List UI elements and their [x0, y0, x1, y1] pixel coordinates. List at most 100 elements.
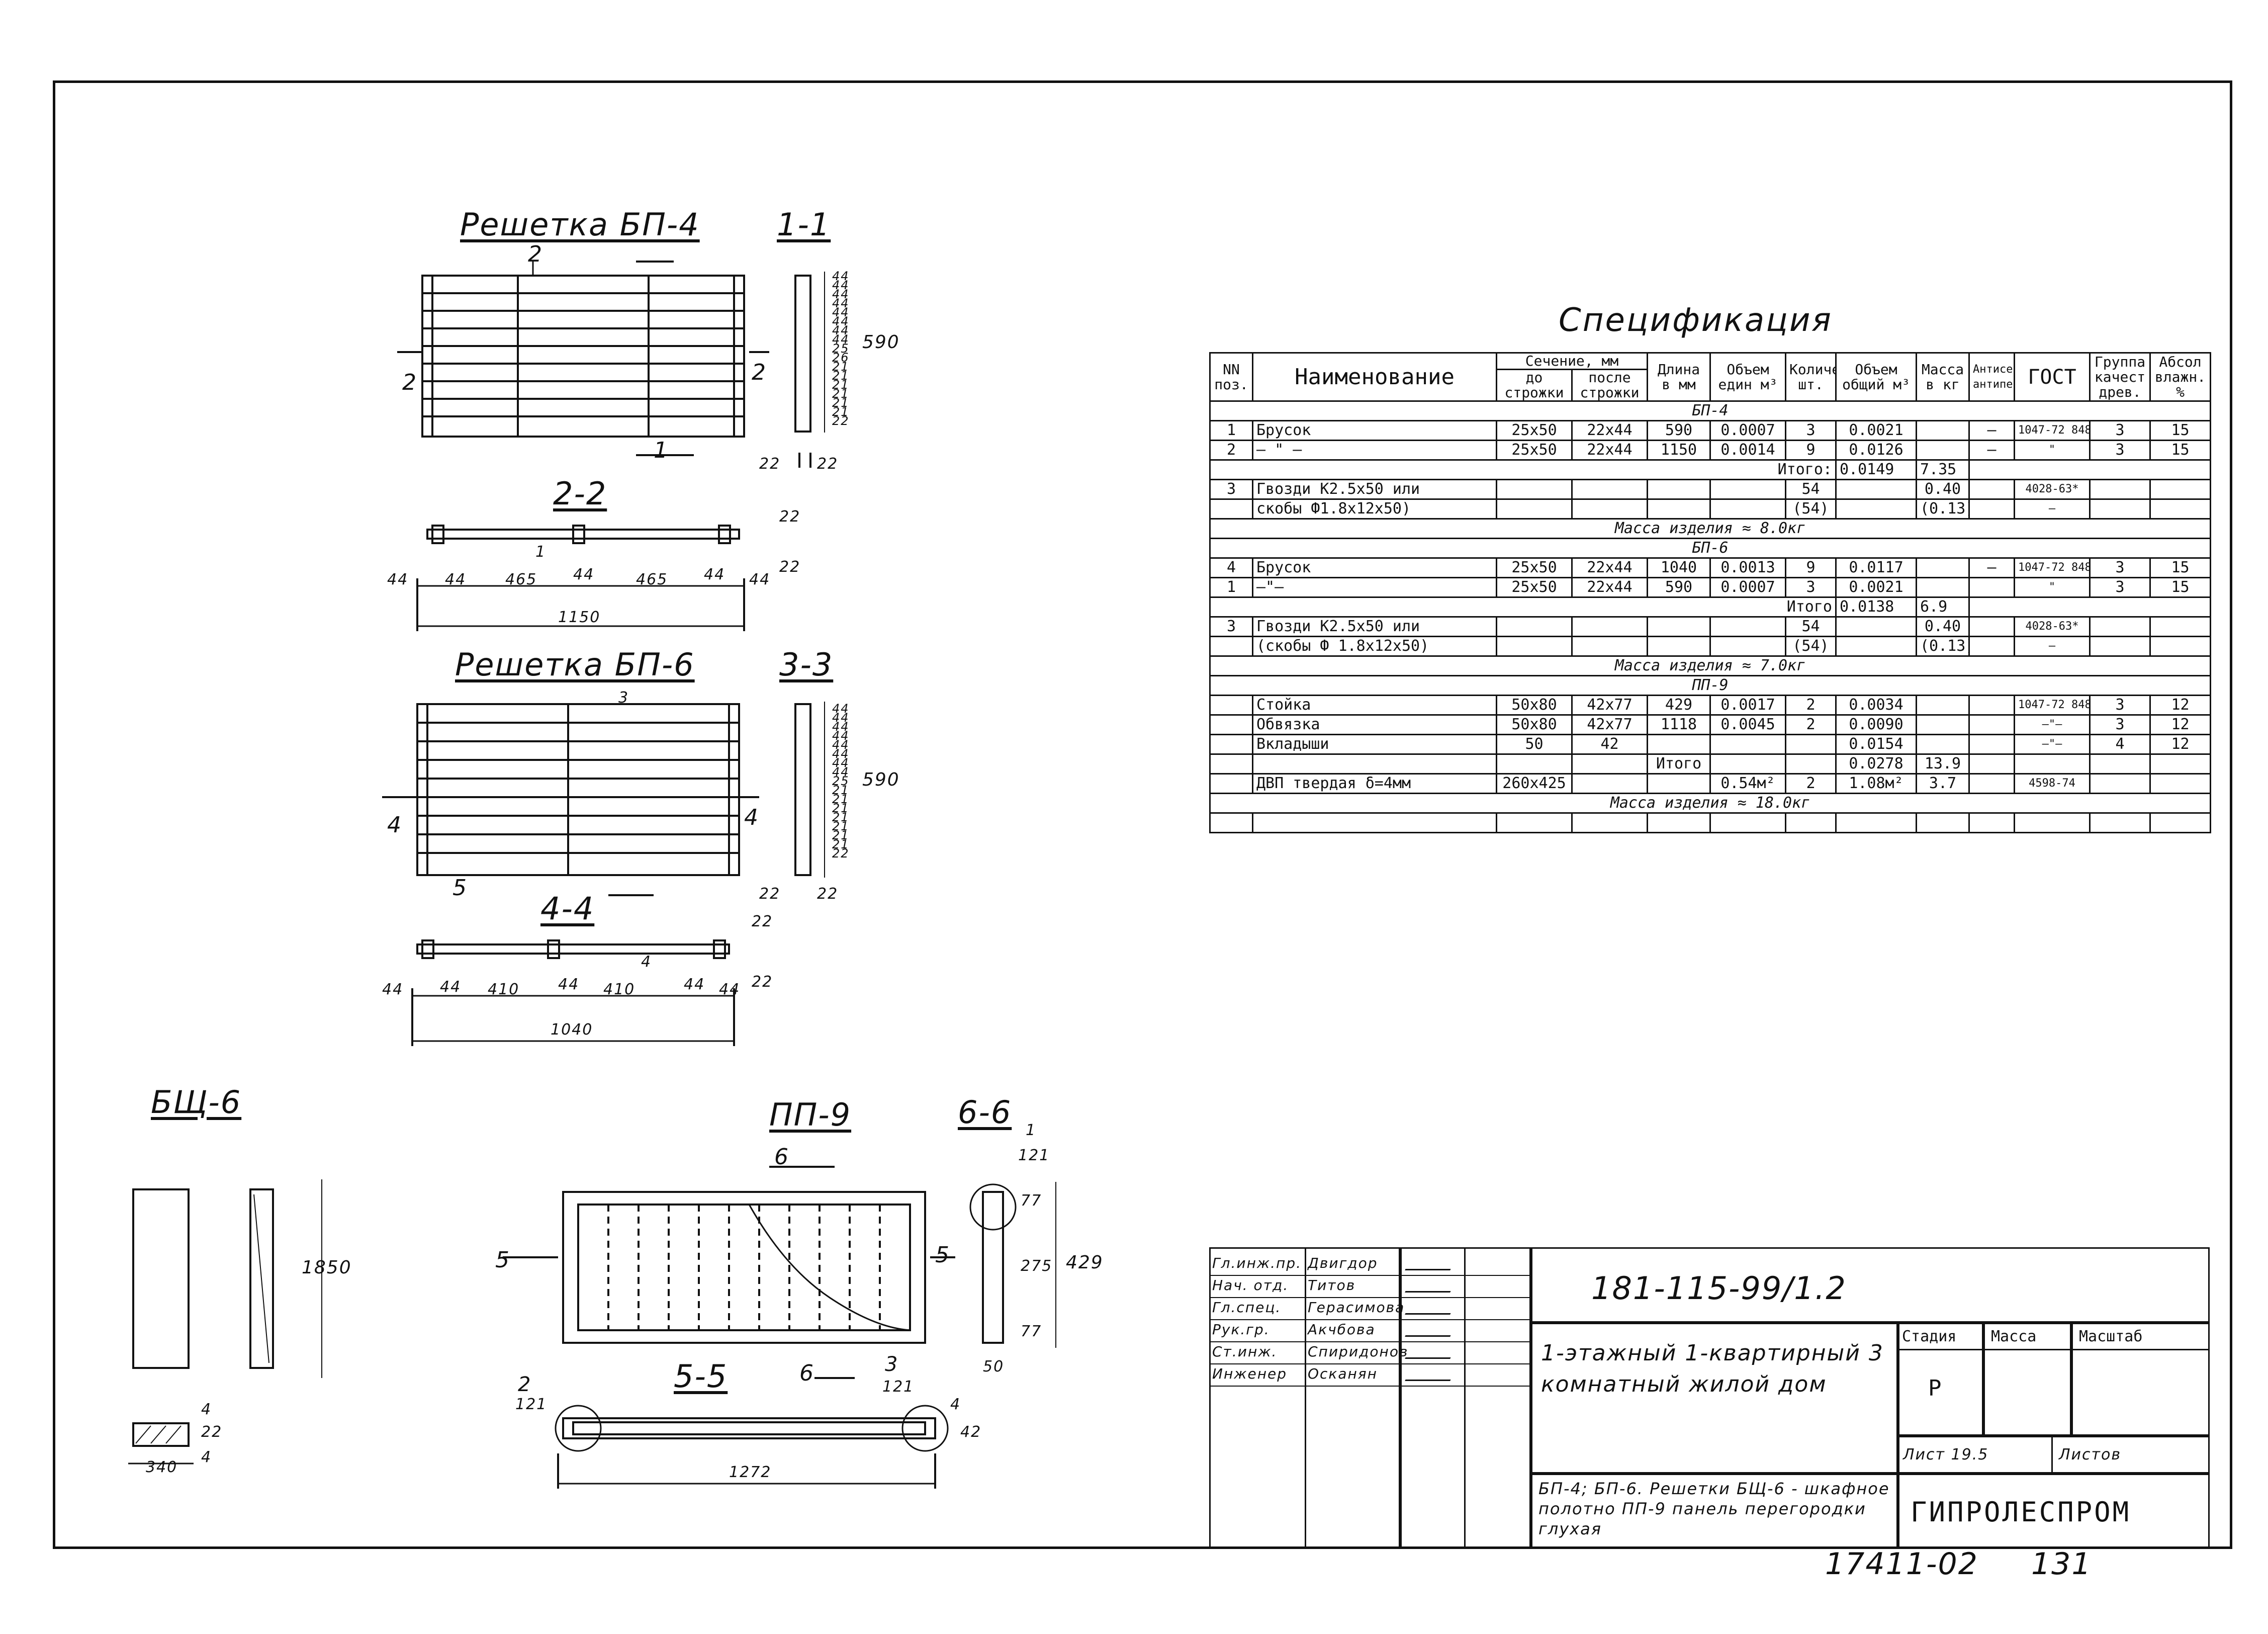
spec-cell: — [1968, 440, 2015, 461]
spec-cell [1835, 616, 1917, 637]
spec-cell-empty [1968, 596, 2211, 618]
stamp-org: ГИПРОЛЕСПРОМ [1911, 1496, 2131, 1528]
s66-mark: 1 [1026, 1122, 1037, 1139]
s11-lines [794, 272, 825, 468]
spec-cell: 4598-74 [2014, 773, 2091, 794]
spec-section-label: БП-6 [1209, 538, 2211, 559]
spec-cell [1209, 636, 1253, 657]
spec-cell [1709, 753, 1786, 775]
spec-cell [2089, 773, 2151, 794]
spec-cell: 42x77 [1571, 714, 1648, 735]
spec-cell [1647, 616, 1711, 637]
spec-cell: 22x44 [1571, 577, 1648, 598]
spec-cell [2149, 812, 2211, 833]
spec-cell: Вкладыши [1252, 734, 1497, 755]
s55-v1: 4 [950, 1396, 961, 1413]
spec-cell-empty [1968, 459, 2211, 480]
s44-v1: 22 [752, 913, 773, 930]
s55-mark-6: 6 [799, 1360, 814, 1386]
spec-cell: 590 [1647, 420, 1711, 441]
spec-cell [2089, 479, 2151, 500]
stamp-role: Гл.инж.пр. [1212, 1255, 1302, 1271]
stamp-sheets: Листов [2059, 1446, 2122, 1464]
s44-d2: 44 [440, 978, 462, 996]
stamp-sheettitle-cell [1531, 1474, 1898, 1549]
spec-cell: 50 [1496, 734, 1573, 755]
stamp-role: Гл.спец. [1212, 1299, 1282, 1316]
s44-d1: 44 [382, 981, 404, 998]
bp4-mark-2-left: 2 [402, 370, 417, 395]
spec-cell: 42x77 [1571, 695, 1648, 716]
stamp-desc-cell [1531, 1323, 1898, 1474]
spec-cell: —"— [2014, 714, 2091, 735]
spec-cell [1968, 773, 2015, 794]
s44-total: 1040 [551, 1021, 593, 1039]
s22-title: 2-2 [553, 475, 607, 512]
spec-cell: 3 [2089, 695, 2151, 716]
spec-cell [2149, 753, 2211, 775]
spec-cell [1968, 479, 2015, 500]
bp6-grid [382, 703, 759, 896]
s44-d6: 44 [684, 976, 705, 993]
s44-d3: 410 [488, 981, 520, 998]
stamp-row-line [1209, 1386, 1531, 1387]
spec-h-pos: NN поз. [1209, 352, 1253, 402]
spec-cell: 1150 [1647, 440, 1711, 461]
s11-total: 590 [862, 332, 900, 353]
spec-cell: 0.40 [1916, 479, 1970, 500]
spec-cell [1209, 498, 1253, 520]
spec-cell: 3 [2089, 440, 2151, 461]
spec-cell [1647, 636, 1711, 657]
spec-cell [1209, 812, 1253, 833]
spec-cell: 50x80 [1496, 695, 1573, 716]
spec-cell: — " — [1252, 440, 1497, 461]
spec-cell: 0.0126 [1835, 440, 1917, 461]
spec-cell: Брусок [1252, 557, 1497, 578]
pp9-mark-5-right: 5 [935, 1242, 950, 1268]
spec-section-label: Масса изделия ≈ 18.0кг [1209, 793, 2211, 814]
pp9-lines [503, 1166, 955, 1344]
spec-cell: 0.54м² [1709, 773, 1786, 794]
s33-lines [794, 702, 825, 878]
spec-cell [1968, 753, 2015, 775]
s55-lines [555, 1377, 949, 1489]
spec-cell: 4028-63* [2014, 479, 2091, 500]
s44-title: 4-4 [540, 890, 595, 927]
spec-cell: 3 [2089, 557, 2151, 578]
spec-cell: 3 [2089, 714, 2151, 735]
spec-cell: 22x44 [1571, 557, 1648, 578]
stamp-signature-col [1400, 1247, 1466, 1549]
bp6-mark-4-right: 4 [744, 805, 759, 830]
spec-cell: (скобы Ф 1.8x12x50) [1252, 636, 1497, 657]
stamp-row-line [1209, 1363, 1531, 1364]
spec-cell [1496, 636, 1573, 657]
s22-v1: 22 [779, 508, 801, 526]
spec-cell: Стойка [1252, 695, 1497, 716]
spec-cell: 1040 [1647, 557, 1711, 578]
spec-cell [2149, 479, 2211, 500]
spec-cell [1916, 440, 1970, 461]
spec-cell: 590 [1647, 577, 1711, 598]
stamp-row-line [1209, 1319, 1531, 1320]
stamp-name: Герасимова [1308, 1299, 1405, 1316]
spec-cell: (54) [1785, 498, 1837, 520]
s55-w: 50 [983, 1358, 1005, 1375]
spec-cell [1709, 498, 1786, 520]
spec-cell [1916, 695, 1970, 716]
s33-title: 3-3 [779, 646, 834, 683]
bp4-mark-1: 1 [654, 438, 669, 463]
spec-cell: 13.9 [1916, 753, 1970, 775]
spec-total-label: Итого [1209, 596, 1837, 618]
signature-mark [1405, 1280, 1456, 1293]
spec-cell: 3 [2089, 420, 2151, 441]
spec-cell: 2 [1785, 714, 1837, 735]
spec-cell: 3 [2089, 577, 2151, 598]
spec-total-volume: 0.0149 [1835, 459, 1917, 480]
spec-cell [1571, 753, 1648, 775]
spec-cell: 15 [2149, 440, 2211, 461]
spec-cell: (0.13) [1916, 636, 1970, 657]
spec-cell [1709, 479, 1786, 500]
